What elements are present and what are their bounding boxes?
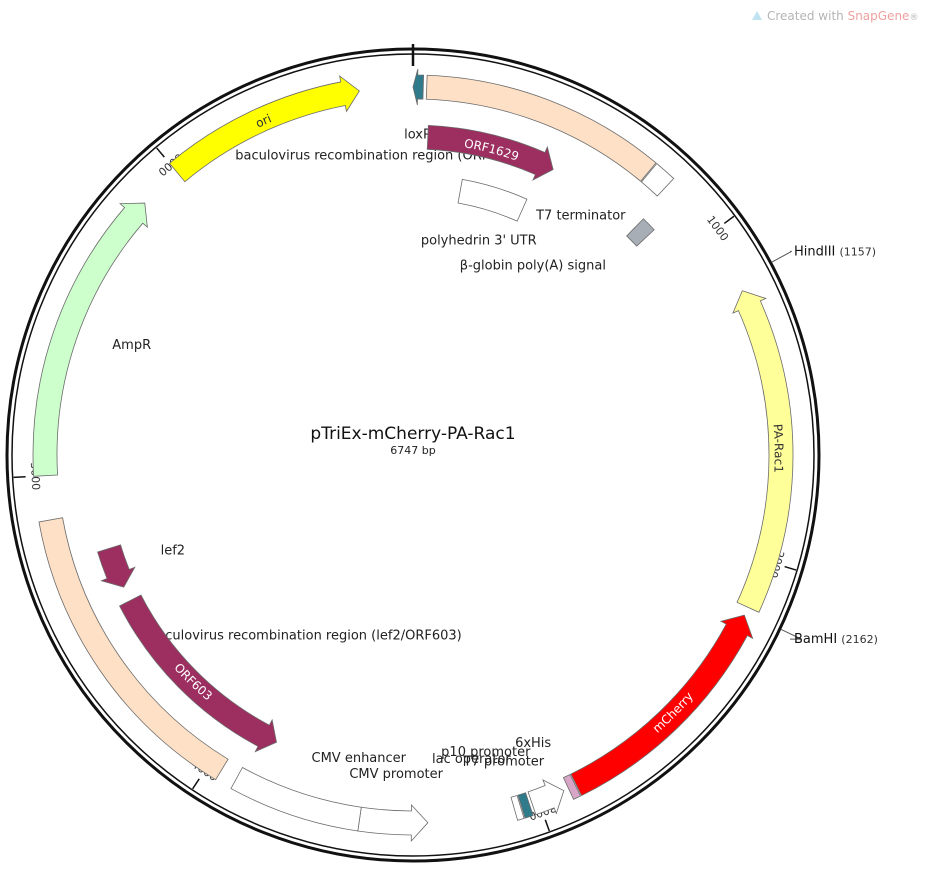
feature-label-t7-terminator: T7 terminator [535,208,626,223]
feature-label-loxp: loxP [404,128,431,143]
feature-lac-operator[interactable]: lac operator [432,752,534,819]
tick-label-1000: 1000 [704,213,731,243]
feature-shape-pa-rac1[interactable] [732,290,794,613]
snapgene-logo-icon [752,11,762,20]
site-label-hindiii: HindIII (1157) [794,244,876,259]
plasmid-backbone [5,44,821,863]
feature-label-lef2: lef2 [161,543,185,558]
feature-shape-cmv-enhancer[interactable] [230,766,362,832]
feature-label-cmv-enhancer: CMV enhancer [312,751,407,766]
svg-text:Created with SnapGene®: Created with SnapGene® [767,9,918,23]
feature-shape-loxp[interactable] [412,68,425,106]
tick-mark-3000 [544,819,551,832]
feature-bac-rec-lef2[interactable]: baculovirus recombination region (lef2/O… [38,517,462,781]
feature-shape-bac-rec-orf1629[interactable] [425,74,657,182]
feature-shape-cmv-promoter[interactable] [357,803,429,843]
tick-mark-2000 [784,565,797,571]
tick-mark-6000 [156,147,165,158]
feature-label-bac-rec-orf1629: baculovirus recombination region (ORF162… [235,149,527,164]
watermark-suffix: ® [909,13,918,23]
feature-6xhis[interactable]: 6xHis [515,736,582,800]
feature-t7-promoter[interactable]: T7 promoter [462,754,545,821]
snapgene-watermark: Created with SnapGene® [752,9,918,23]
feature-cmv-promoter[interactable]: CMV promoter [349,767,444,843]
feature-t7-terminator[interactable]: T7 terminator [535,162,675,224]
feature-shape-beta-globin-polya[interactable] [626,218,655,247]
feature-label-t7-promoter: T7 promoter [462,754,544,769]
feature-beta-globin-polya[interactable]: β-globin poly(A) signal [460,218,655,274]
feature-shape-orf1629[interactable] [426,124,554,181]
feature-label-ampr: AmpR [112,338,151,353]
feature-shape-orf603[interactable] [119,594,277,753]
feature-ampr[interactable]: AmpR [32,202,151,477]
feature-label-6xhis: 6xHis [515,736,551,751]
feature-shape-lac-operator[interactable] [517,792,534,819]
features: loxP baculovirus recombination region (OR… [32,68,794,843]
feature-shape-lef2[interactable] [97,544,136,588]
plasmid-name: pTriEx-mCherry-PA-Rac1 [310,424,515,444]
site-label-bamhi: BamHI (2162) [794,632,878,647]
feature-shape-polyhedrin-utr[interactable] [457,178,528,222]
site-leader-bamhi [780,628,802,640]
tick-marks: 100020003000400050006000 [13,147,797,832]
feature-label-cmv-promoter: CMV promoter [349,767,443,782]
plasmid-length: 6747 bp [390,444,435,457]
feature-ori[interactable]: ori [168,75,360,183]
feature-label-ori: ori [253,111,273,130]
feature-label-pa-rac1: PA-Rac1 [771,423,786,473]
feature-pa-rac1[interactable]: PA-Rac1 [732,290,794,613]
feature-p10-promoter[interactable]: p10 promoter [441,745,565,816]
feature-bac-rec-orf1629[interactable]: baculovirus recombination region (ORF162… [235,74,657,182]
tick-mark-1000 [723,215,735,225]
plasmid-center-label: pTriEx-mCherry-PA-Rac1 6747 bp [310,424,515,457]
site-bamhi[interactable]: BamHI (2162) [780,628,878,647]
feature-shape-bac-rec-lef2[interactable] [38,517,229,781]
feature-shape-ampr[interactable] [32,202,148,477]
feature-shape-p10-promoter[interactable] [527,779,565,816]
feature-shape-t7-terminator[interactable] [640,162,675,197]
watermark-brand: SnapGene [848,9,910,23]
feature-shape-t7-promoter[interactable] [510,794,525,821]
feature-label-bac-rec-lef2: baculovirus recombination region (lef2/O… [149,628,462,643]
restriction-sites: HindIII (1157) BamHI (2162) [771,244,878,647]
feature-shape-ori[interactable] [168,75,360,183]
tick-mark-5000 [13,476,26,479]
feature-label-polyhedrin-utr: polyhedrin 3' UTR [421,233,537,248]
site-leader-hindiii [771,250,792,263]
feature-loxp[interactable]: loxP [404,68,431,143]
feature-label-beta-globin-polya: β-globin poly(A) signal [460,259,606,274]
feature-polyhedrin-utr[interactable]: polyhedrin 3' UTR [421,178,537,248]
feature-label-p10-promoter: p10 promoter [441,745,531,760]
site-hindiii[interactable]: HindIII (1157) [771,244,876,263]
feature-cmv-enhancer[interactable]: CMV enhancer [230,751,407,832]
feature-orf603[interactable]: ORF603 [119,594,277,753]
feature-label-lac-operator: lac operator [432,752,511,767]
tick-mark-4000 [192,778,200,790]
watermark-prefix: Created with [767,9,848,23]
feature-lef2[interactable]: lef2 [97,543,186,588]
feature-shape-6xhis[interactable] [562,773,582,800]
feature-shape-mcherry[interactable] [570,614,754,797]
